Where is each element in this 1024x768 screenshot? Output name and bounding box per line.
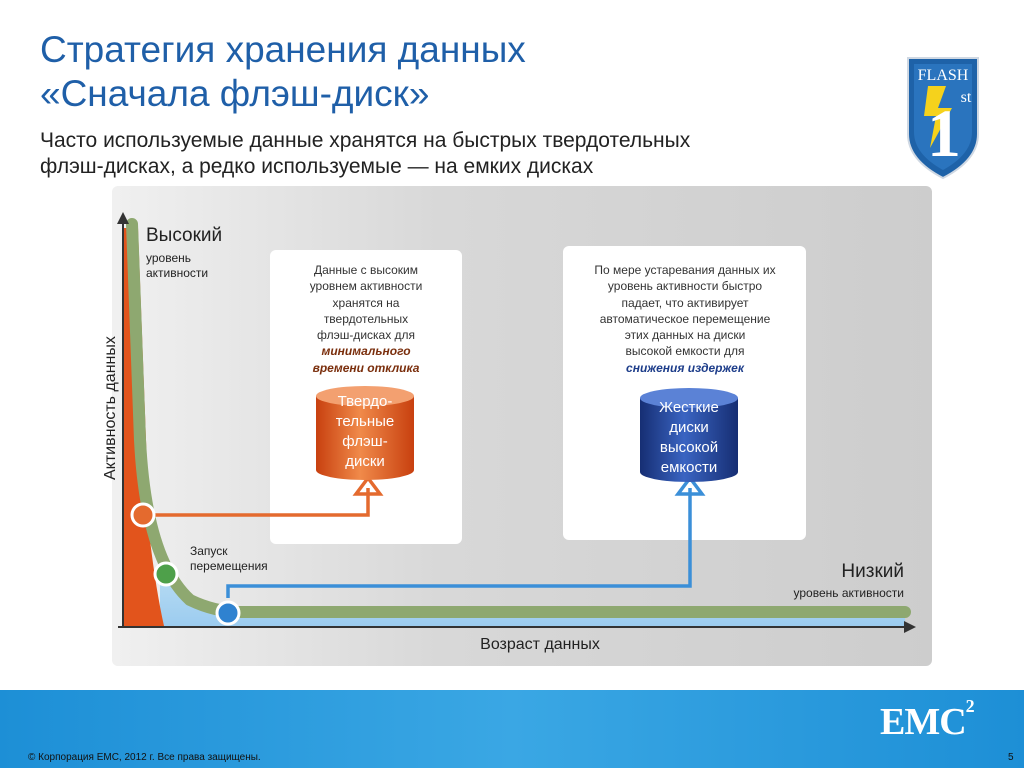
high-sublabel-line-1: уровень — [146, 251, 191, 265]
hdd-desc-line: автоматическое перемещение — [600, 312, 771, 326]
start-label-line-2: перемещения — [190, 559, 268, 573]
emc-logo: EMC2 — [880, 700, 974, 744]
high-sublabel-line-2: активности — [146, 266, 208, 280]
high-activity-label: Высокий — [146, 225, 222, 247]
ssd-desc-line: уровнем активности — [310, 279, 423, 293]
hdd-label-line: емкости — [661, 459, 717, 476]
ssd-desc-line: Данные с высоким — [314, 263, 418, 277]
hdd-label-line: диски — [669, 419, 709, 436]
page-number: 5 — [1008, 752, 1014, 763]
ssd-desc-line: флэш-дисках для — [317, 328, 415, 342]
ssd-cylinder-label: Твердо- тельные флэш- диски — [318, 392, 412, 472]
hdd-desc-line: этих данных на диски — [625, 328, 746, 342]
ssd-migration-arrow — [150, 488, 368, 515]
low-activity-dot — [217, 602, 239, 624]
emc-logo-sup: 2 — [966, 696, 974, 716]
hdd-desc-line: высокой емкости для — [626, 344, 745, 358]
ssd-label-line: флэш- — [342, 433, 387, 450]
ssd-label-line: диски — [345, 453, 385, 470]
hdd-description: По мере устаревания данных их уровень ак… — [566, 262, 804, 376]
migration-start-label: Запуск перемещения — [190, 544, 300, 574]
hdd-desc-line: По мере устаревания данных их — [594, 263, 775, 277]
hdd-label-line: Жесткие — [659, 399, 719, 416]
low-activity-label: Низкий — [700, 561, 904, 583]
start-label-line-1: Запуск — [190, 544, 228, 558]
ssd-desc-emphasis: времени отклика — [313, 361, 420, 375]
high-activity-sublabel: уровень активности — [146, 251, 236, 281]
emc-logo-text: EMC — [880, 701, 966, 743]
hdd-label-line: высокой — [660, 439, 718, 456]
high-activity-dot — [132, 504, 154, 526]
x-axis-label: Возраст данных — [440, 636, 640, 654]
x-axis-arrowhead — [904, 621, 916, 633]
ssd-desc-line: твердотельных — [324, 312, 408, 326]
ssd-label-line: Твердо- — [338, 393, 393, 410]
hdd-desc-line: падает, что активирует — [621, 296, 748, 310]
y-axis-label: Активность данных — [102, 336, 120, 480]
ssd-desc-emphasis: минимального — [321, 344, 410, 358]
ssd-label-line: тельные — [336, 413, 395, 430]
ssd-desc-line: хранятся на — [333, 296, 400, 310]
hdd-desc-emphasis: снижения издержек — [626, 361, 744, 375]
low-activity-sublabel: уровень активности — [700, 586, 904, 600]
copyright-text: © Корпорация EMC, 2012 г. Все права защи… — [28, 752, 261, 763]
ssd-description: Данные с высоким уровнем активности хран… — [272, 262, 460, 376]
migration-start-dot — [155, 563, 177, 585]
hdd-desc-line: уровень активности быстро — [608, 279, 762, 293]
y-axis-arrowhead — [117, 212, 129, 224]
hdd-migration-arrow — [228, 488, 690, 598]
hdd-cylinder-label: Жесткие диски высокой емкости — [640, 398, 738, 478]
